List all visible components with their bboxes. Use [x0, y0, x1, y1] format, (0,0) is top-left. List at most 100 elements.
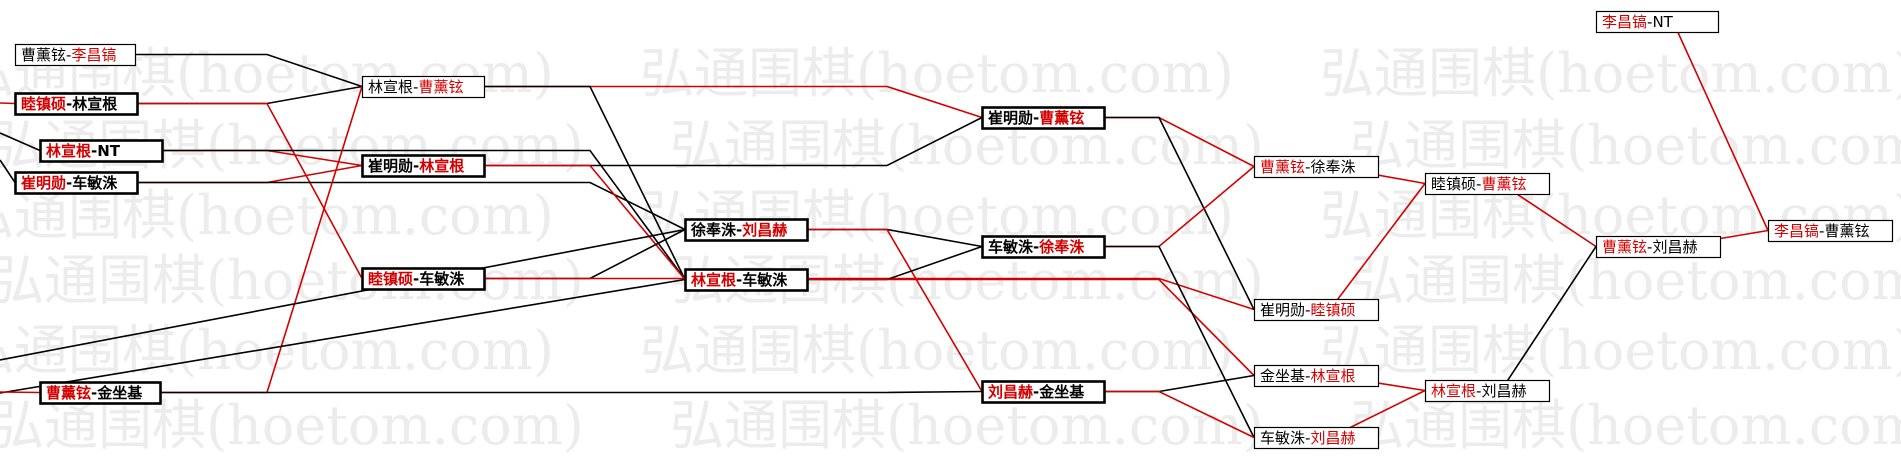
player-b: 李昌镐 — [71, 46, 116, 64]
bracket-edge — [807, 228, 983, 392]
separator: - — [1647, 238, 1652, 256]
match-box[interactable]: 睦镇硕-林宣根 — [14, 92, 139, 116]
match-box-border — [14, 92, 139, 116]
bracket-edge — [135, 53, 363, 88]
player-a: 林宣根 — [46, 142, 91, 160]
match-box[interactable]: 金坐基-林宣根 — [1253, 364, 1380, 388]
separator: - — [66, 174, 72, 192]
separator: - — [413, 157, 419, 175]
bracket-edge-offscreen — [0, 228, 686, 361]
match-label: 李昌镐-NT — [1602, 13, 1674, 31]
match-box[interactable]: 曹薰铉-徐奉洙 — [1253, 155, 1380, 179]
player-a: 睦镇硕 — [368, 270, 413, 288]
player-a: 崔明勋 — [1260, 301, 1305, 319]
match-box-border — [14, 171, 139, 195]
match-box[interactable]: 睦镇硕-车敏洙 — [361, 267, 486, 291]
bracket-edge — [807, 278, 1255, 377]
match-box[interactable]: 林宣根-NT — [39, 139, 164, 163]
match-box[interactable]: 林宣根-车敏洙 — [684, 268, 809, 292]
match-label: 车敏洙-徐奉洙 — [988, 238, 1085, 256]
match-label: 李昌镐-曹薰铉 — [1774, 222, 1869, 240]
separator: - — [736, 221, 742, 239]
player-b: 曹薰铉 — [1481, 175, 1526, 193]
player-a: 车敏洙 — [1260, 429, 1305, 447]
match-box[interactable]: 曹薰铉-金坐基 — [39, 381, 162, 405]
separator: - — [1476, 382, 1481, 400]
match-box-border — [14, 43, 137, 67]
match-label: 车敏洙-刘昌赫 — [1260, 429, 1355, 447]
match-label: 睦镇硕-曹薰铉 — [1431, 175, 1526, 193]
player-a: 崔明勋 — [987, 109, 1033, 127]
player-b: 金坐基 — [1038, 383, 1085, 401]
match-box-border — [361, 75, 486, 99]
player-a: 崔明勋 — [367, 157, 413, 175]
match-box[interactable]: 车敏洙-刘昌赫 — [1253, 426, 1380, 450]
player-a: 睦镇硕 — [1431, 175, 1476, 193]
separator: - — [1305, 301, 1310, 319]
separator: - — [1033, 109, 1039, 127]
separator: - — [1033, 383, 1039, 401]
match-box[interactable]: 崔明勋-睦镇硕 — [1253, 298, 1380, 322]
player-b: 林宣根 — [72, 95, 117, 113]
player-a: 李昌镐 — [1774, 222, 1819, 240]
player-b: 睦镇硕 — [1310, 301, 1355, 319]
match-label: 金坐基-林宣根 — [1260, 367, 1355, 385]
bracket-edge — [162, 149, 686, 280]
match-box[interactable]: 徐奉洙-刘昌赫 — [684, 218, 809, 242]
bracket-edge-offscreen — [0, 132, 41, 152]
watermark-text: 弘通围棋(hoetom.com) — [0, 249, 584, 312]
match-box-border — [1595, 235, 1722, 259]
watermark-text: 弘通围棋(hoetom.com) — [0, 319, 554, 382]
match-box[interactable]: 崔明勋-车敏洙 — [14, 171, 139, 195]
match-box[interactable]: 崔明勋-曹薰铉 — [981, 106, 1106, 130]
player-b: 林宣根 — [419, 157, 464, 175]
match-box[interactable]: 林宣根-曹薰铉 — [361, 75, 486, 99]
match-box[interactable]: 曹薰铉-刘昌赫 — [1595, 235, 1722, 259]
separator: - — [413, 270, 419, 288]
watermark-text: 弘通围棋(hoetom.com) — [1320, 42, 1901, 105]
match-label: 林宣根-曹薰铉 — [368, 78, 463, 96]
player-b: NT — [1652, 13, 1673, 31]
bracket-edge — [1104, 116, 1255, 310]
match-box[interactable]: 林宣根-刘昌赫 — [1424, 379, 1551, 403]
separator: - — [66, 95, 72, 113]
match-box-border — [981, 235, 1106, 259]
player-a: 徐奉洙 — [690, 221, 737, 239]
match-box[interactable]: 车敏洙-徐奉洙 — [981, 235, 1106, 259]
separator: - — [413, 78, 418, 96]
watermark-text: 弘通围棋(hoetom.com) — [670, 394, 1264, 457]
separator: - — [1305, 367, 1310, 385]
match-box[interactable]: 睦镇硕-曹薰铉 — [1424, 172, 1551, 196]
player-b: 车敏洙 — [419, 270, 465, 288]
match-box-border — [361, 154, 486, 178]
match-box[interactable]: 刘昌赫-金坐基 — [981, 380, 1106, 404]
match-label: 林宣根-车敏洙 — [691, 271, 788, 289]
bracket-edge — [484, 116, 983, 167]
match-box-border — [684, 268, 809, 292]
player-a: 林宣根 — [1431, 382, 1476, 400]
match-box[interactable]: 曹薰铉-李昌镐 — [14, 43, 137, 67]
match-label: 曹薰铉-金坐基 — [46, 384, 143, 402]
match-box-border — [1253, 364, 1380, 388]
match-box[interactable]: 李昌镐-曹薰铉 — [1767, 219, 1894, 243]
match-label: 睦镇硕-车敏洙 — [368, 270, 465, 288]
player-a: 曹薰铉 — [1602, 238, 1647, 256]
player-b: 刘昌赫 — [1481, 382, 1526, 400]
watermark-text: 弘通围棋(hoetom.com) — [670, 114, 1264, 177]
player-a: 金坐基 — [1260, 367, 1305, 385]
match-box-border — [1424, 379, 1551, 403]
match-box-border — [684, 218, 809, 242]
match-box[interactable]: 崔明勋-林宣根 — [361, 154, 486, 178]
player-a: 曹薰铉 — [1260, 158, 1305, 176]
match-label: 林宣根-NT — [46, 142, 121, 160]
player-a: 曹薰铉 — [46, 384, 91, 402]
separator: - — [1647, 13, 1652, 31]
player-b: 曹薰铉 — [418, 78, 463, 96]
match-label: 徐奉洙-刘昌赫 — [690, 221, 787, 239]
match-box[interactable]: 李昌镐-NT — [1595, 10, 1720, 34]
match-box-border — [39, 381, 162, 405]
player-a: 睦镇硕 — [21, 95, 66, 113]
player-a: 崔明勋 — [20, 174, 66, 192]
separator: - — [1305, 158, 1310, 176]
player-b: 车敏洙 — [742, 271, 788, 289]
